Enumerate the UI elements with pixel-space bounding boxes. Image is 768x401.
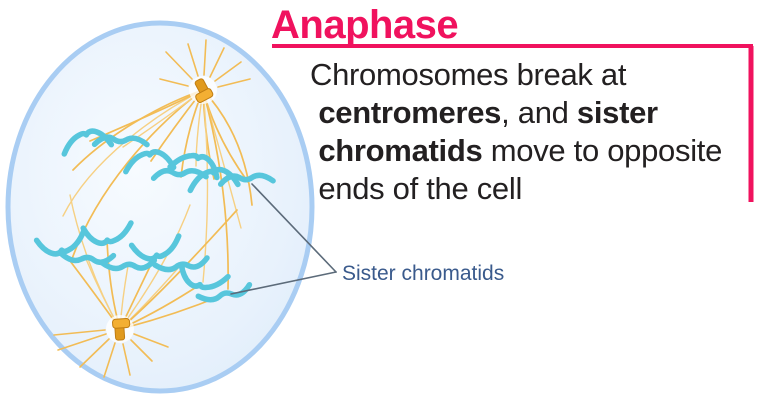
chromatids-lower-group [33,220,253,303]
description-line: Chromosomes break at [310,56,760,94]
description-line: chromatids move to opposite [310,132,760,170]
description-line: centromeres, and sister [310,94,760,132]
stage-title: Anaphase [271,3,459,47]
bottom-centrosome-icon [112,318,131,341]
sister-chromatids-label: Sister chromatids [342,262,505,285]
accent-bracket [272,44,754,202]
description-segment: ends of the cell [310,171,523,206]
callout-pointer-lines [230,183,337,295]
description-segment: sister [576,95,658,130]
description-segment: centromeres [318,95,502,130]
chromatids-upper-group [61,128,276,194]
aster-rays-top [159,39,251,88]
description-segment: move to opposite [482,133,723,168]
description-line: ends of the cell [310,170,760,208]
description-segment: , and [501,95,577,130]
description-segment: chromatids [318,133,483,168]
description-text: Chromosomes break at centromeres, and si… [310,56,760,208]
aster-rays-bottom [53,329,169,378]
description-segment: Chromosomes break at [310,57,627,92]
top-centrosome-icon [194,78,214,103]
cell-membrane [5,20,315,394]
